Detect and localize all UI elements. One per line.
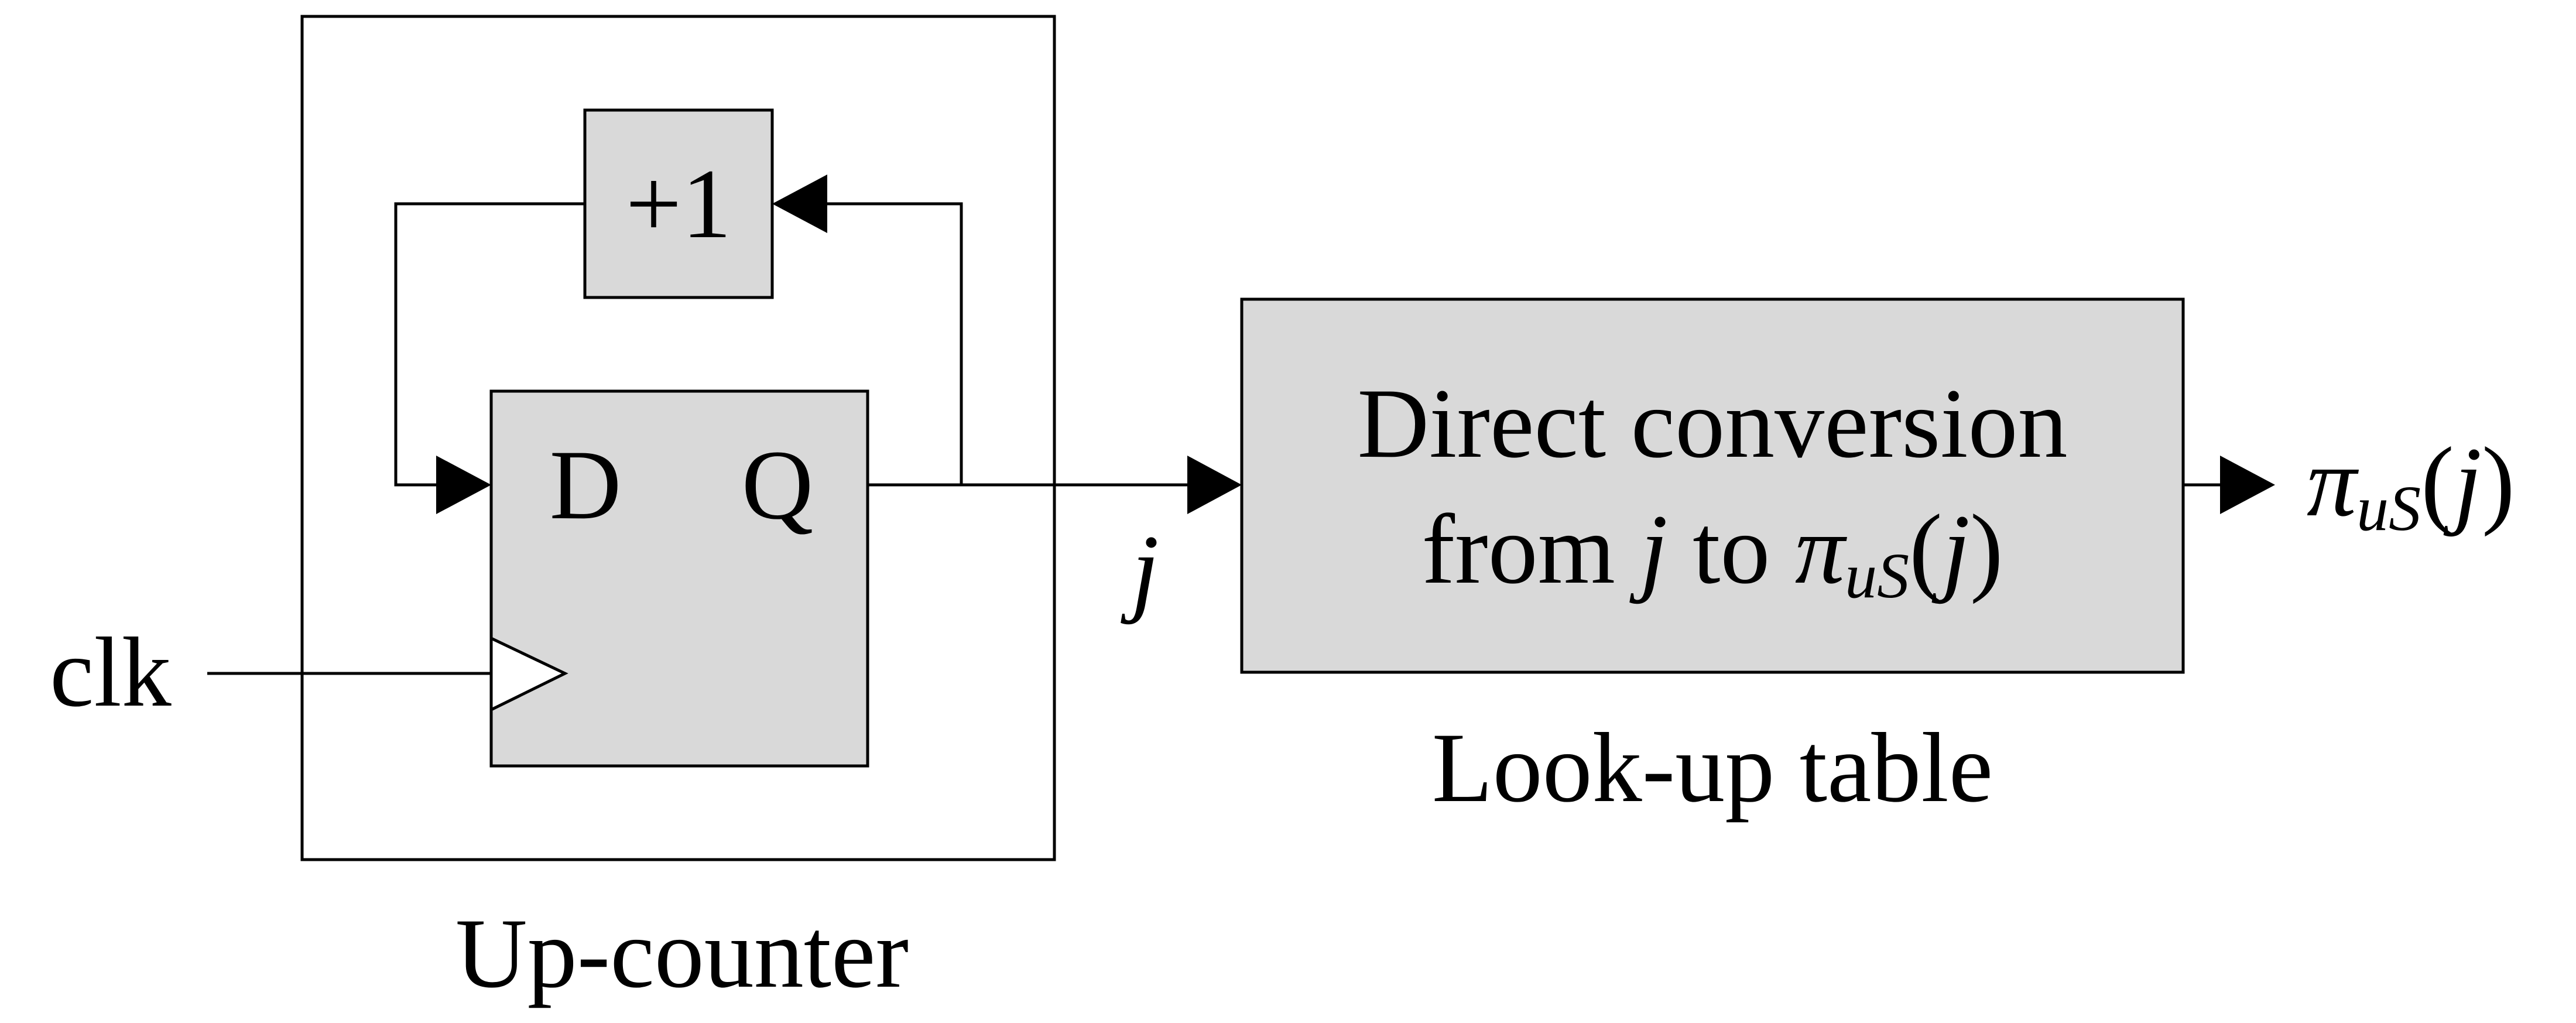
d-input-label: D [550,430,622,540]
d-input-arrow [436,456,491,514]
output-sub: uS [2356,473,2421,544]
q-loop-wire [820,202,963,485]
lookup-line1: Direct conversion [1357,368,2067,478]
lookup-line2-open: ( [1909,494,1943,604]
lookup-line2-sub: uS [1845,540,1909,611]
clk-label: clk [50,617,172,727]
output-close: ) [2482,427,2515,537]
j-signal-label: j [1120,515,1159,625]
output-arrow [2220,456,2275,514]
lookup-table-caption: Look-up table [1432,713,1993,823]
d-flipflop-box [489,389,869,768]
feedback-wire [394,202,585,487]
output-open: ( [2421,427,2454,537]
lookup-line2-close: ) [1970,494,2003,604]
lookup-line2: from j to πuS(j) [1421,494,2003,611]
lookup-table-box [1240,297,2185,674]
incrementer-label: +1 [626,149,732,259]
lookup-line2-pi: π [1795,494,1848,604]
up-counter-caption: Up-counter [455,898,909,1008]
incrementer-box [583,108,774,299]
output-pi: π [2307,427,2359,537]
lookup-line2-mid: to [1668,494,1795,604]
up-counter-box [300,15,1056,861]
lookup-line2-prefix: from [1421,494,1640,604]
q-output-label: Q [742,430,814,540]
incrementer-input-arrow [772,175,827,233]
output-label: πuS(j) [2307,427,2515,544]
lut-input-arrow [1187,456,1242,514]
